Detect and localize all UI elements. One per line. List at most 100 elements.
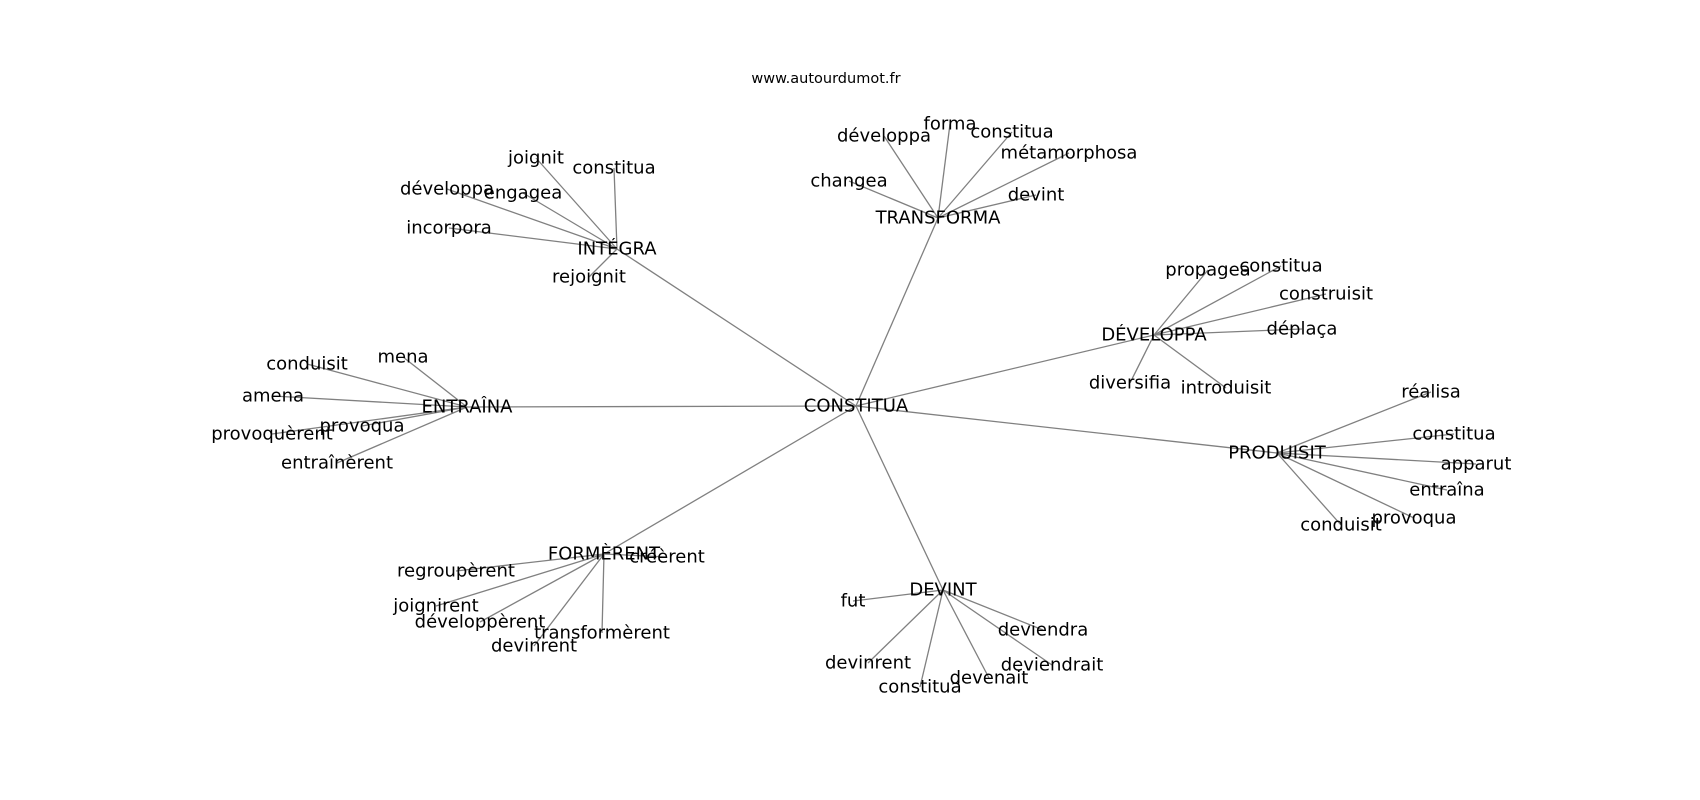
- edge-developpa-leaf: [1153, 334, 1227, 389]
- leaf-node-label: diversifia: [1089, 373, 1171, 394]
- edge-integra-leaf: [522, 192, 618, 250]
- edge-root-formerent: [603, 405, 857, 555]
- edge-developpa-leaf: [1153, 269, 1209, 336]
- leaf-node-label: entraîna: [1409, 480, 1484, 501]
- leaf-node-label: forma: [924, 114, 977, 135]
- leaf-node-label: déplaça: [1267, 319, 1338, 340]
- hub-node-label: DEVINT: [909, 580, 977, 601]
- hub-node-label: DÉVELOPPA: [1101, 324, 1207, 346]
- leaf-node-label: devinrent: [491, 636, 577, 657]
- leaf-node-label: joignit: [507, 148, 564, 169]
- hub-node-label: PRODUISIT: [1228, 443, 1327, 464]
- edge-entraina-leaf: [402, 356, 468, 408]
- edge-transforma-leaf: [937, 131, 1013, 219]
- leaf-node-label: constitua: [572, 158, 655, 179]
- leaf-node-label: constitua: [1412, 424, 1495, 445]
- leaf-node-label: constitua: [878, 677, 961, 698]
- edge-root-integra: [616, 248, 857, 407]
- leaf-node-label: rejoignit: [552, 267, 626, 288]
- edge-formerent-leaf: [603, 553, 668, 558]
- edge-produisit-leaf: [1276, 433, 1455, 454]
- edge-devint-leaf: [942, 589, 1053, 666]
- edge-developpa-leaf: [1153, 265, 1282, 336]
- edge-developpa-leaf: [1129, 334, 1155, 384]
- edge-root-produisit: [855, 405, 1278, 454]
- graph-labels: www.autourdumot.fr CONSTITUA INTÉGRA joign…: [211, 71, 1511, 698]
- hub-node-label: INTÉGRA: [577, 238, 657, 260]
- leaf-node-label: provoquèrent: [211, 424, 333, 445]
- leaf-node-label: amena: [242, 386, 304, 407]
- leaf-node-label: développèrent: [415, 612, 546, 633]
- edge-produisit-leaf: [1276, 452, 1448, 491]
- leaf-node-label: développa: [400, 179, 494, 200]
- edge-formerent-leaf: [533, 553, 605, 647]
- edge-formerent-leaf: [479, 553, 605, 623]
- edge-entraina-leaf: [336, 406, 468, 464]
- leaf-node-label: apparut: [1441, 454, 1512, 475]
- edge-produisit-leaf: [1276, 452, 1477, 465]
- leaf-node-label: engagea: [484, 183, 562, 204]
- leaf-node-label: réalisa: [1401, 382, 1461, 403]
- leaf-node-label: incorpora: [406, 218, 492, 239]
- leaf-node-label: conduisit: [1300, 515, 1382, 536]
- root-node-label: CONSTITUA: [804, 396, 909, 417]
- leaf-node-label: devenait: [950, 668, 1029, 689]
- leaf-node-label: introduisit: [1181, 378, 1272, 399]
- graph-edges: [271, 123, 1477, 688]
- edge-entraina-leaf: [272, 395, 468, 408]
- edge-formerent-leaf: [455, 553, 605, 572]
- edge-developpa-leaf: [1153, 293, 1327, 336]
- leaf-node-label: mena: [377, 347, 428, 368]
- leaf-node-label: transformèrent: [534, 623, 670, 644]
- edge-entraina-leaf: [306, 363, 468, 408]
- leaf-node-label: provoqua: [1372, 508, 1457, 529]
- leaf-node-label: constitua: [970, 122, 1053, 143]
- leaf-node-label: développa: [837, 126, 931, 147]
- edge-devint-leaf: [942, 589, 1044, 631]
- leaf-node-label: deviendrait: [1001, 655, 1104, 676]
- leaf-node-label: propagea: [1165, 260, 1250, 281]
- leaf-node-label: fut: [841, 591, 866, 612]
- edge-developpa-leaf: [1153, 328, 1303, 336]
- edge-transforma-leaf: [848, 180, 939, 219]
- edge-produisit-leaf: [1276, 452, 1415, 519]
- edge-devint-leaf: [852, 589, 944, 602]
- hub-node-label: FORMÈRENT: [548, 543, 661, 565]
- edge-integra-leaf: [446, 188, 618, 250]
- edge-entraina-leaf: [271, 406, 468, 435]
- edge-devint-leaf: [919, 589, 944, 688]
- edge-formerent-leaf: [435, 553, 605, 607]
- leaf-node-label: joignirent: [392, 596, 478, 617]
- edge-root-developpa: [855, 334, 1155, 407]
- leaf-node-label: changea: [810, 171, 887, 192]
- hub-node-label: ENTRAÎNA: [421, 396, 513, 418]
- leaf-node-label: conduisit: [266, 354, 348, 375]
- edge-produisit-leaf: [1276, 452, 1342, 526]
- watermark: www.autourdumot.fr: [751, 71, 900, 87]
- edge-root-devint: [855, 405, 944, 591]
- edge-transforma-leaf: [883, 135, 939, 219]
- edge-devint-leaf: [867, 589, 944, 664]
- edge-formerent-leaf: [601, 553, 605, 634]
- edge-transforma-leaf: [937, 194, 1037, 219]
- edge-transforma-leaf: [937, 123, 951, 219]
- hub-node-label: TRANSFORMA: [875, 208, 1002, 229]
- edge-devint-leaf: [942, 589, 990, 679]
- edge-root-entraina: [466, 405, 857, 408]
- leaf-node-label: construisit: [1279, 284, 1373, 305]
- edge-root-transforma: [855, 217, 939, 407]
- leaf-node-label: provoqua: [320, 416, 405, 437]
- edge-entraina-leaf: [361, 406, 468, 427]
- leaf-node-label: devint: [1008, 185, 1065, 206]
- leaf-node-label: entraînèrent: [281, 453, 393, 474]
- leaf-node-label: deviendra: [998, 620, 1089, 641]
- leaf-node-label: devinrent: [825, 653, 911, 674]
- edge-integra-leaf: [613, 167, 618, 250]
- leaf-node-label: créèrent: [629, 547, 705, 568]
- edge-integra-leaf: [535, 157, 618, 250]
- leaf-node-label: constitua: [1239, 256, 1322, 277]
- edge-transforma-leaf: [937, 152, 1070, 219]
- edge-produisit-leaf: [1276, 391, 1432, 454]
- leaf-node-label: regroupèrent: [397, 561, 515, 582]
